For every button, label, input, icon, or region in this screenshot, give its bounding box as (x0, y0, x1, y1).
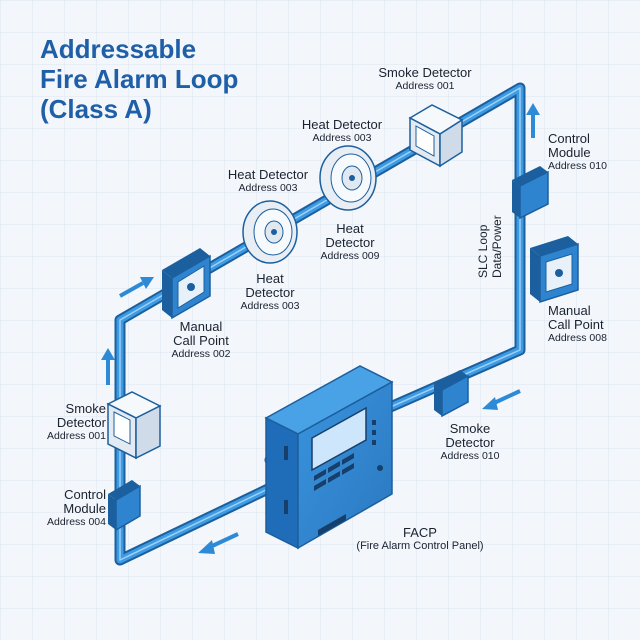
arrow-up-right-icon (526, 103, 540, 138)
smoke-detector-bottom[interactable] (434, 370, 469, 418)
label-heat-detector-upper: Heat Detector Address 003 (292, 118, 392, 145)
device-address: Address 003 (312, 132, 372, 144)
smoke-detector-left[interactable] (106, 391, 162, 460)
facp-display (311, 406, 367, 472)
page-title: Addressable Fire Alarm Loop (Class A) (40, 34, 238, 124)
slc-loop-label-line-1: SLC Loop (476, 224, 490, 278)
label-manual-call-point-right: Manual Call Point Address 008 (548, 304, 632, 345)
device-name: Smoke (65, 401, 106, 416)
device-address: Address 010 (548, 160, 607, 172)
arrow-diag-bottom-left-icon (198, 532, 239, 554)
heat-detector-003[interactable] (242, 200, 298, 264)
device-name: Heat Detector (227, 167, 309, 182)
device-address: Address 001 (47, 430, 106, 442)
arrow-diag-left-icon (119, 277, 154, 298)
device-name: Heat Detector (301, 117, 383, 132)
button-icon (555, 269, 563, 277)
label-smoke-detector-top: Smoke Detector Address 001 (370, 66, 480, 93)
arrow-up-left-icon (101, 348, 115, 385)
manual-call-point-right[interactable] (530, 236, 579, 304)
flow-arrows (101, 103, 540, 554)
device-address: Address 008 (548, 332, 607, 344)
device-name: Heat (256, 271, 284, 286)
title-line-3: (Class A) (40, 94, 152, 124)
slc-loop-label-line-2: Data/Power (490, 215, 504, 278)
label-heat-detector-003: Heat Detector Address 003 (232, 272, 308, 313)
manual-call-point-left[interactable] (162, 248, 211, 320)
facp-panel[interactable] (264, 365, 394, 550)
device-name: Module (548, 145, 591, 160)
device-name: Manual (179, 319, 223, 334)
device-name: Manual (548, 303, 591, 318)
device-address: Address 009 (320, 250, 380, 262)
facp-hinges (284, 446, 288, 514)
device-name: Detector (445, 435, 495, 450)
label-smoke-detector-bottom: Smoke Detector Address 010 (430, 422, 510, 463)
title-line-2: Fire Alarm Loop (40, 64, 239, 94)
label-control-module-right: Control Module Address 010 (548, 132, 632, 173)
device-name: Heat (336, 221, 364, 236)
slc-loop-label: SLC Loop Data/Power (476, 215, 504, 278)
device-address: Address 002 (171, 348, 231, 360)
title-line-1: Addressable (40, 34, 197, 64)
label-manual-call-point-left: Manual Call Point Address 002 (158, 320, 244, 361)
control-module-left[interactable] (108, 480, 141, 532)
device-name: Call Point (173, 333, 229, 348)
facp-vent (318, 514, 346, 536)
label-heat-detector-left: Heat Detector Address 003 (218, 168, 318, 195)
device-name: Detector (56, 415, 106, 430)
device-address: Address 003 (240, 300, 300, 312)
device-address: Address 003 (238, 182, 298, 194)
device-address: Address 010 (440, 450, 500, 462)
smoke-detector-top[interactable] (408, 104, 464, 168)
label-smoke-detector-left: Smoke Detector Address 001 (30, 402, 106, 443)
label-facp: FACP (Fire Alarm Control Panel) (350, 526, 490, 553)
button-icon (187, 283, 195, 291)
device-name: Control (64, 487, 106, 502)
device-name: Module (63, 501, 106, 516)
heat-detector-009[interactable] (319, 145, 377, 211)
device-address: Address 001 (395, 80, 455, 92)
arrow-diag-bottom-right-icon (482, 389, 521, 410)
label-control-module-left: Control Module Address 004 (30, 488, 106, 529)
label-heat-detector-009: Heat Detector Address 009 (312, 222, 388, 263)
device-name: Call Point (548, 317, 604, 332)
device-full-name: (Fire Alarm Control Panel) (356, 540, 484, 552)
device-name: FACP (403, 525, 437, 540)
device-name: Detector (245, 285, 295, 300)
device-name: Control (548, 131, 590, 146)
device-address: Address 004 (47, 516, 106, 528)
device-name: Detector (325, 235, 375, 250)
facp-keypad[interactable] (314, 453, 354, 491)
slc-loop (114, 82, 526, 566)
control-module-right[interactable] (512, 166, 549, 220)
device-name: Smoke Detector (378, 65, 472, 80)
facp-indicators (372, 420, 383, 471)
device-name: Smoke (449, 421, 491, 436)
